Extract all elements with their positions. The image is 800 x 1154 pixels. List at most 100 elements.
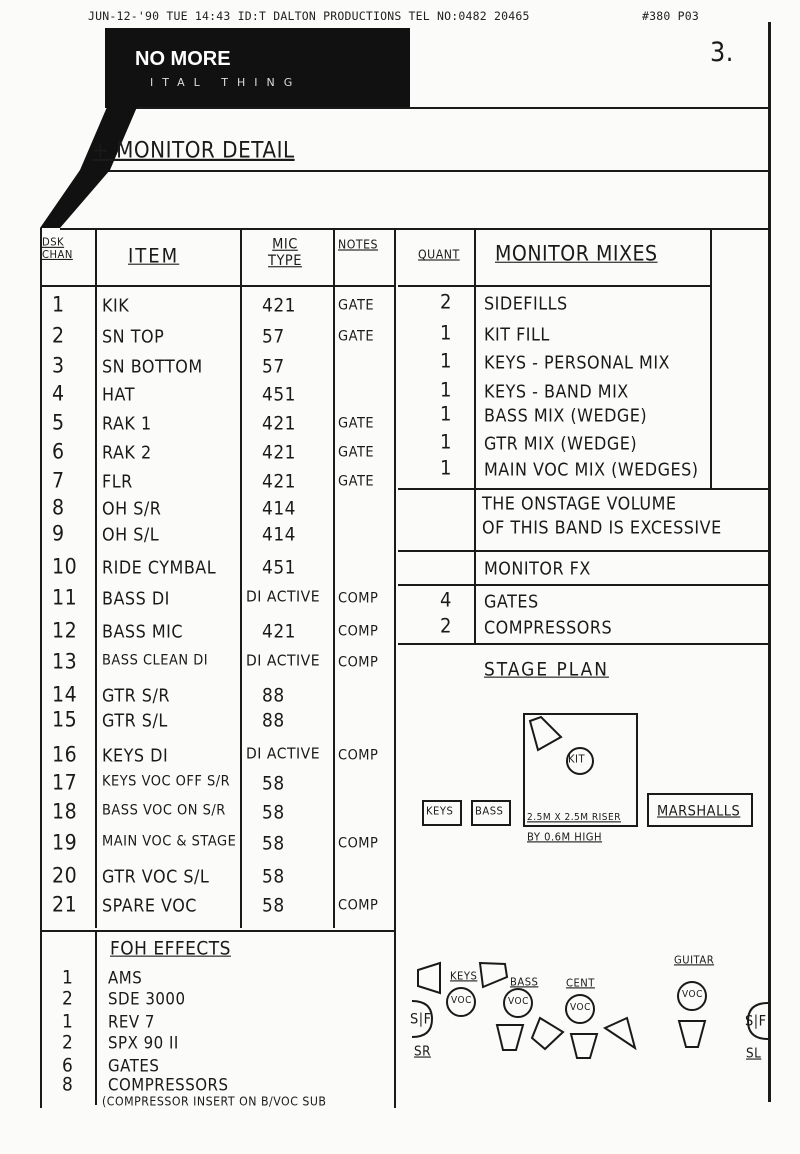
rule (40, 228, 42, 1108)
keys-amp-label: KEYS (426, 805, 454, 818)
channel-number: 12 (52, 618, 78, 644)
header-monitor-mixes: MONITOR MIXES (495, 241, 658, 267)
channel-item: RIDE CYMBAL (102, 557, 217, 578)
stage-right-label: SR (414, 1043, 431, 1059)
fx-name: COMPRESSORS (484, 617, 613, 638)
mix-quantity: 1 (440, 456, 452, 481)
kit-wedge (528, 715, 563, 752)
cent-position-label: CENT (566, 977, 595, 990)
logo-line-2: ITAL THING (150, 76, 302, 89)
channel-mic: 88 (262, 685, 285, 707)
channel-item: BASS VOC ON S/R (102, 802, 226, 819)
rule (398, 643, 770, 645)
foh-quantity: 2 (62, 988, 74, 1010)
keys-amp (422, 800, 462, 826)
channel-notes: COMP (338, 623, 379, 640)
bass-amp-label: BASS (475, 805, 504, 818)
rule (710, 228, 712, 488)
mix-quantity: 2 (440, 290, 452, 315)
fax-page-ref: #380 P03 (642, 9, 699, 23)
channel-mic: 88 (262, 710, 285, 732)
rule (110, 107, 770, 109)
frame-right (768, 22, 771, 1102)
riser-height: BY 0.6M HIGH (527, 831, 603, 844)
foh-item: SDE 3000 (108, 989, 186, 1009)
channel-mic: 421 (262, 295, 296, 317)
channel-number: 21 (52, 892, 78, 918)
mix-quantity: 1 (440, 378, 452, 403)
channel-mic: 58 (262, 895, 285, 917)
channel-number: 1 (52, 292, 65, 318)
channel-number: 4 (52, 381, 65, 407)
channel-number: 6 (52, 439, 65, 465)
kit-label: KIT (568, 753, 586, 766)
mix-quantity: 1 (440, 321, 452, 346)
channel-number: 13 (52, 649, 78, 675)
page-number: 3. (710, 36, 734, 68)
channel-notes: GATE (338, 473, 375, 490)
channel-mic: 58 (262, 802, 285, 824)
channel-item: GTR VOC S/L (102, 866, 210, 887)
channel-item: FLR (102, 471, 133, 492)
stage-left-label: SL (746, 1045, 762, 1061)
channel-number: 3 (52, 353, 65, 379)
channel-notes: GATE (338, 444, 375, 461)
channel-mic: 414 (262, 498, 296, 520)
channel-item: RAK 2 (102, 442, 152, 463)
rule (60, 228, 770, 230)
channel-notes: COMP (338, 897, 379, 914)
channel-notes: GATE (338, 328, 375, 345)
foh-footnote: (COMPRESSOR INSERT ON B/VOC SUB (102, 1094, 327, 1109)
mix-quantity: 1 (440, 349, 452, 374)
channel-mic: 414 (262, 524, 296, 546)
cent-voc-label: VOC (570, 1002, 591, 1014)
channel-number: 14 (52, 682, 78, 708)
channel-item: KEYS VOC OFF S/R (102, 773, 231, 790)
band-logo: NO MORE ITAL THING (105, 28, 410, 108)
logo-line-1: NO MORE (135, 48, 231, 70)
rule (95, 930, 97, 1105)
fx-quantity: 4 (440, 588, 452, 613)
channel-item: SPARE VOC (102, 895, 197, 916)
rule (40, 285, 395, 287)
drum-riser (523, 713, 638, 827)
mix-quantity: 1 (440, 430, 452, 455)
foh-quantity: 1 (62, 967, 74, 989)
rule (398, 488, 770, 490)
header-chan: DSK CHAN (42, 236, 73, 262)
rule (474, 228, 476, 643)
channel-mic: 421 (262, 442, 296, 464)
channel-item: HAT (102, 384, 136, 405)
channel-number: 5 (52, 410, 65, 436)
keys-position-label: KEYS (450, 970, 478, 983)
channel-mic: 58 (262, 833, 285, 855)
channel-item: SN BOTTOM (102, 356, 203, 377)
channel-number: 20 (52, 863, 78, 889)
marshalls-amp (647, 793, 753, 827)
page-title: + MONITOR DETAIL (92, 136, 295, 164)
rule (40, 930, 395, 932)
sidefill-sr-label: S|F (410, 1011, 432, 1028)
bass-amp (471, 800, 511, 826)
rule (398, 550, 770, 552)
channel-item: BASS DI (102, 588, 170, 609)
channel-mic: DI ACTIVE (246, 745, 321, 763)
channel-notes: COMP (338, 835, 379, 852)
channel-mic: 421 (262, 471, 296, 493)
monitor-note-line-1: THE ONSTAGE VOLUME (482, 493, 677, 514)
channel-mic: 421 (262, 621, 296, 643)
channel-number: 16 (52, 742, 78, 768)
foh-quantity: 2 (62, 1032, 74, 1054)
foh-quantity: 8 (62, 1074, 74, 1096)
channel-notes: COMP (338, 747, 379, 764)
channel-notes: COMP (338, 590, 379, 607)
mix-name: KEYS - BAND MIX (484, 381, 629, 402)
channel-number: 10 (52, 554, 78, 580)
channel-mic: 58 (262, 866, 285, 888)
channel-item: OH S/R (102, 498, 162, 519)
bass-voc-label: VOC (508, 996, 529, 1008)
stage-plan-title: STAGE PLAN (484, 659, 609, 681)
channel-mic: 58 (262, 773, 285, 795)
mix-name: KEYS - PERSONAL MIX (484, 352, 670, 373)
channel-number: 2 (52, 323, 65, 349)
